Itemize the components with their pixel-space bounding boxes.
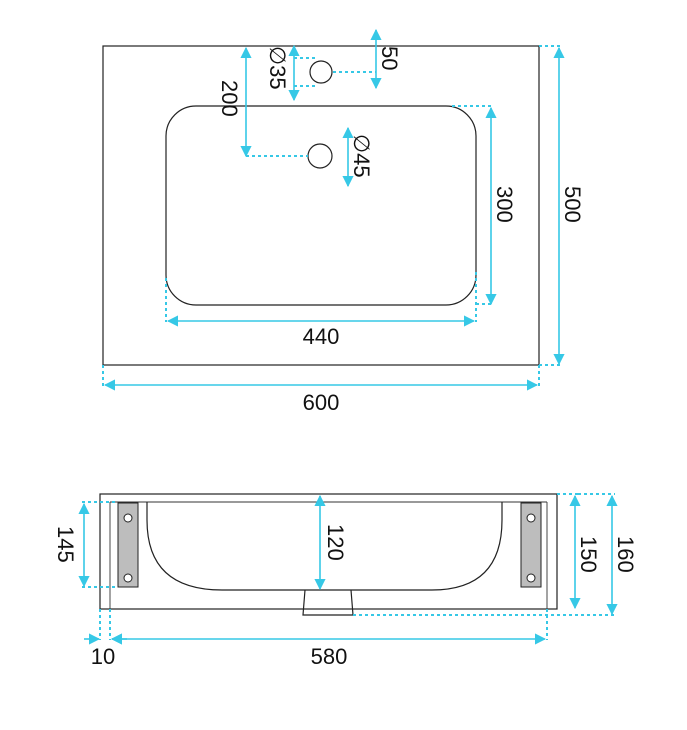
label-hole-large-diameter: ∅45 — [349, 134, 374, 178]
left-bracket-screw-top — [123, 513, 133, 523]
label-basin-depth: 300 — [492, 186, 517, 223]
left-bracket — [117, 502, 139, 588]
dimension-hole-large-diameter: ∅45 — [342, 126, 374, 188]
label-basin-width: 440 — [303, 324, 340, 349]
drain-hole-large — [307, 143, 333, 169]
label-hole-small-offset: 50 — [377, 46, 402, 70]
right-bracket-screw-bottom — [526, 573, 536, 583]
dimension-basin-width: 440 — [165, 272, 477, 349]
side-view: 145 120 150 160 10 5 — [53, 493, 638, 669]
drain-outlet — [302, 589, 354, 616]
dimension-overall-width: 600 — [102, 365, 540, 415]
top-view: ∅35 50 ∅45 200 300 440 — [102, 28, 585, 415]
label-inner-height: 150 — [576, 536, 601, 573]
label-overall-height: 160 — [613, 536, 638, 573]
label-overall-width: 600 — [303, 390, 340, 415]
label-bowl-depth: 120 — [323, 524, 348, 561]
countertop-outline — [102, 45, 540, 366]
label-wall-thickness: 10 — [91, 644, 115, 669]
dimension-inner-height: 150 — [557, 493, 601, 610]
dimension-hole-large-offset: 200 — [217, 46, 308, 158]
label-overall-depth: 500 — [560, 186, 585, 223]
dimension-overall-depth: 500 — [539, 45, 585, 366]
dimension-hole-small-offset: 50 — [333, 28, 402, 90]
label-hole-large-offset: 200 — [217, 80, 242, 117]
right-bracket-screw-top — [526, 513, 536, 523]
label-inner-width: 580 — [311, 644, 348, 669]
sink-side-outline — [99, 493, 558, 610]
left-bracket-screw-bottom — [123, 573, 133, 583]
dimension-inner-width: 580 — [110, 609, 548, 669]
basin-outline — [165, 105, 477, 306]
label-hole-small-diameter: ∅35 — [265, 46, 290, 90]
dimension-hole-small-diameter: ∅35 — [265, 44, 318, 102]
dimension-basin-depth: 300 — [452, 105, 517, 306]
bowl-profile — [146, 502, 503, 591]
right-bracket — [520, 502, 542, 588]
dimension-bracket-height: 145 — [53, 501, 118, 588]
dimension-bowl-depth: 120 — [314, 494, 348, 591]
tap-hole-small — [309, 60, 333, 84]
dimension-overall-height: 160 — [353, 493, 638, 616]
label-bracket-height: 145 — [53, 526, 78, 563]
